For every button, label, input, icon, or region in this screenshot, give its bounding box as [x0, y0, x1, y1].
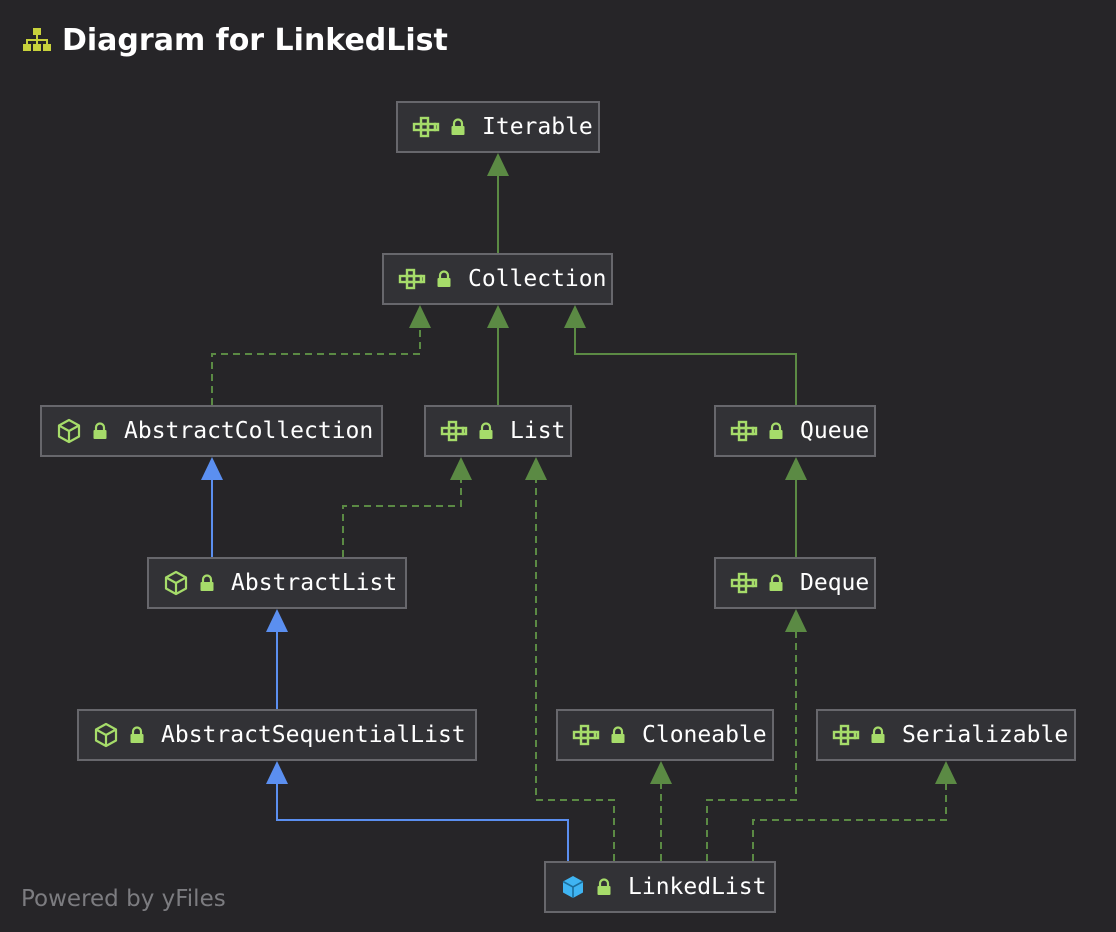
- edge-abstractsequentiallist-abstractlist: [266, 609, 288, 709]
- lock-icon: [768, 574, 784, 592]
- hierarchy-icon: [23, 28, 51, 51]
- arrowhead: [409, 305, 431, 328]
- powered-by-footer: Powered by yFiles: [21, 886, 226, 912]
- edge-deque-queue: [785, 457, 807, 557]
- interface-icon: [572, 724, 600, 746]
- interface-icon: [730, 420, 758, 442]
- edge-linkedlist-list: [525, 457, 615, 861]
- node-collection[interactable]: Collection: [382, 253, 613, 305]
- node-label: Serializable: [902, 722, 1069, 748]
- abstract-class-icon: [93, 722, 119, 748]
- node-label: Iterable: [482, 114, 593, 140]
- arrowhead: [201, 457, 223, 480]
- edge-linkedlist-serializable: [752, 761, 957, 861]
- lock-icon: [199, 574, 215, 592]
- node-label: Deque: [800, 570, 870, 596]
- arrowhead: [935, 761, 957, 784]
- lock-icon: [870, 726, 886, 744]
- interface-icon: [832, 724, 860, 746]
- node-label: Collection: [468, 266, 607, 292]
- node-cloneable[interactable]: Cloneable: [556, 709, 774, 761]
- abstract-class-icon: [163, 570, 189, 596]
- arrowhead: [266, 609, 288, 632]
- node-iterable[interactable]: Iterable: [396, 101, 600, 153]
- node-label: List: [510, 418, 566, 444]
- lock-icon: [129, 726, 145, 744]
- interface-icon: [412, 116, 440, 138]
- lock-icon: [478, 422, 494, 440]
- node-label: LinkedList: [628, 874, 767, 900]
- edge-linkedlist-abstractsequentiallist: [266, 761, 569, 861]
- lock-icon: [436, 270, 452, 288]
- abstract-class-icon: [56, 418, 82, 444]
- edge-abstractlist-list: [342, 457, 472, 557]
- node-deque[interactable]: Deque: [714, 557, 876, 609]
- arrowhead: [266, 761, 288, 784]
- edge-linkedlist-deque: [706, 609, 807, 861]
- lock-icon: [450, 118, 466, 136]
- diagram-title-text: Diagram for LinkedList: [62, 22, 448, 58]
- edge-queue-collection: [564, 305, 797, 405]
- arrowhead: [487, 305, 509, 328]
- edge-collection-iterable: [487, 153, 509, 253]
- lock-icon: [92, 422, 108, 440]
- node-label: AbstractSequentialList: [161, 722, 466, 748]
- arrowhead: [650, 761, 672, 784]
- node-label: AbstractList: [231, 570, 398, 596]
- edge-list-collection: [487, 305, 509, 405]
- node-label: Queue: [800, 418, 870, 444]
- diagram-title: Diagram for LinkedList: [22, 18, 448, 62]
- node-linkedlist[interactable]: LinkedList: [544, 861, 776, 913]
- class-icon: [560, 874, 586, 900]
- lock-icon: [596, 878, 612, 896]
- edge-linkedlist-cloneable: [650, 761, 672, 861]
- arrowhead: [785, 609, 807, 632]
- node-abstractcollection[interactable]: AbstractCollection: [40, 405, 383, 457]
- arrowhead: [450, 457, 472, 480]
- node-label: Cloneable: [642, 722, 767, 748]
- edge-abstractcollection-collection: [211, 305, 431, 405]
- lock-icon: [610, 726, 626, 744]
- interface-icon: [730, 572, 758, 594]
- arrowhead: [525, 457, 547, 480]
- node-label: AbstractCollection: [124, 418, 374, 444]
- lock-icon: [768, 422, 784, 440]
- node-serializable[interactable]: Serializable: [816, 709, 1076, 761]
- interface-icon: [398, 268, 426, 290]
- arrowhead: [564, 305, 586, 328]
- arrowhead: [785, 457, 807, 480]
- edge-abstractlist-abstractcollection: [201, 457, 223, 557]
- interface-icon: [440, 420, 468, 442]
- arrowhead: [487, 153, 509, 176]
- node-abstractlist[interactable]: AbstractList: [147, 557, 407, 609]
- node-list[interactable]: List: [424, 405, 572, 457]
- node-abstractsequentiallist[interactable]: AbstractSequentialList: [77, 709, 477, 761]
- node-queue[interactable]: Queue: [714, 405, 876, 457]
